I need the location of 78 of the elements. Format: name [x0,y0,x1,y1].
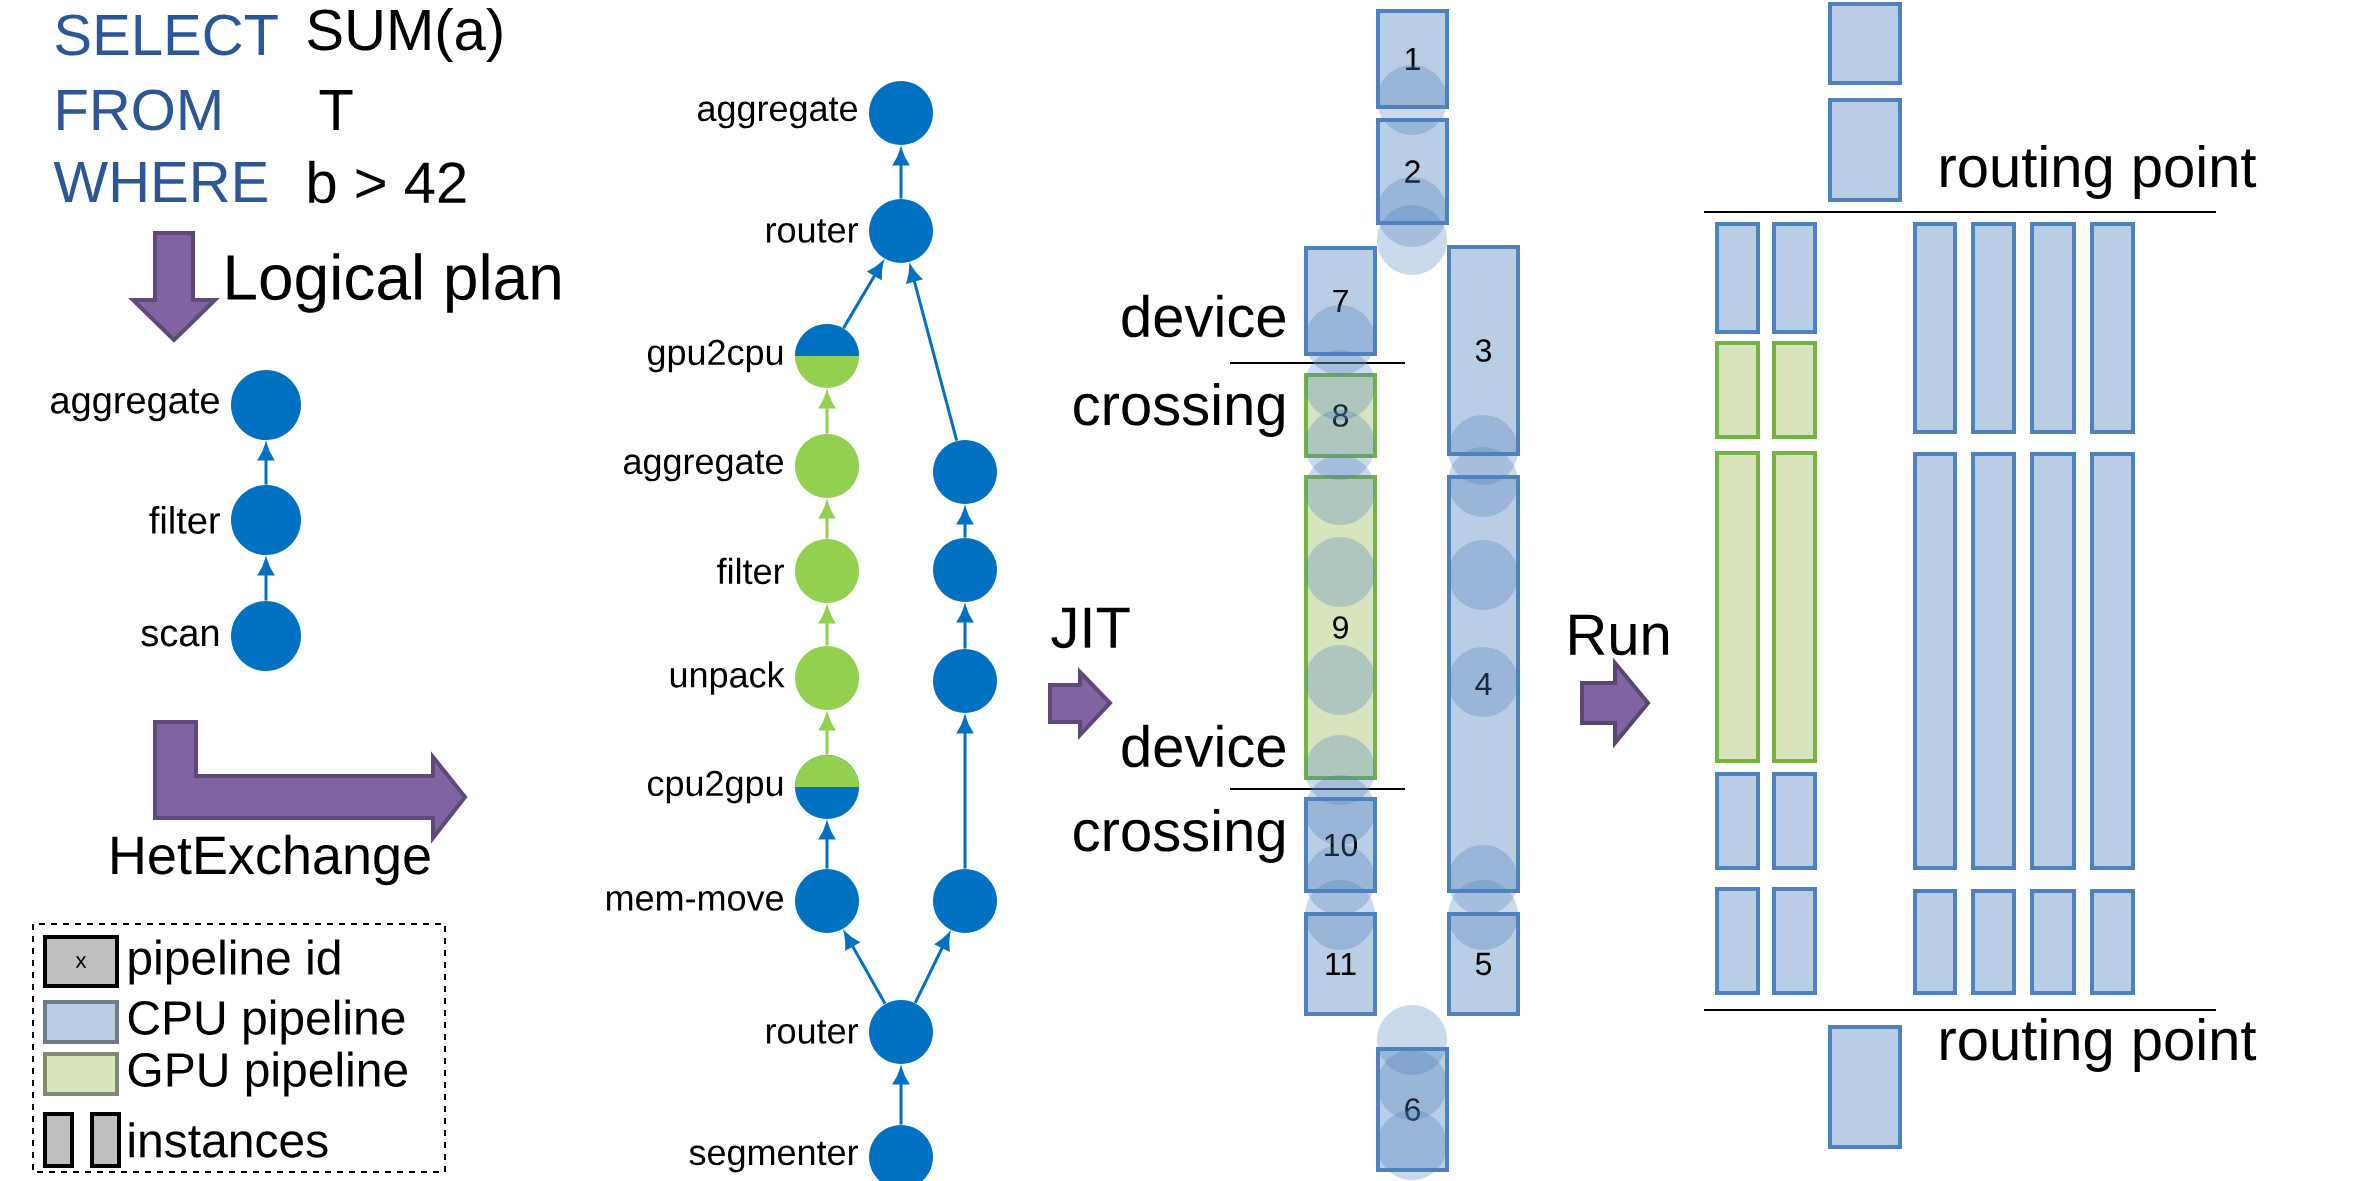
pipeline-box: 9 [1304,475,1377,780]
pipeline-instance [1772,222,1817,334]
arrow [844,932,887,1005]
pipeline-box: 5 [1447,912,1520,1016]
pipeline-instance [1715,451,1760,763]
pipeline-instance [1828,2,1902,85]
text-label: b > 42 [309,160,466,204]
node-label: segmenter [689,1141,858,1173]
pipeline-instance [1715,887,1760,995]
text-label: SELECT [56,14,278,56]
pipeline-instance [1715,772,1760,870]
pipeline-instance [1715,341,1760,439]
operator-node [933,538,997,602]
sample-text: x [75,956,87,968]
text-label: crossing [1074,382,1284,438]
pipeline-instance [2030,889,2076,995]
pipeline-box: 10 [1304,797,1377,893]
pipeline-instance [2030,222,2076,434]
text-label: HetExchange [112,834,430,886]
legend-label: instances [129,1122,328,1158]
pipeline-box: 4 [1447,475,1520,893]
text-label: device [1122,724,1285,768]
pipeline-instance [1913,222,1957,434]
text-label: SUM(a) [308,7,502,62]
arrow [842,261,884,329]
node-label: scan [141,625,219,647]
pipeline-box: 2 [1376,118,1449,225]
legend-label: CPU pipeline [128,999,405,1045]
pipeline-box: 1 [1376,9,1449,109]
text-label: routing point [1941,144,2257,200]
legend-label: GPU pipeline [128,1051,407,1097]
pipeline-instance [1971,452,2016,870]
node-label: router [766,1020,858,1044]
text-label: Logical plan [227,253,560,313]
node-label: filter [717,557,784,585]
pipeline-instance [1913,452,1957,870]
operator-node [933,869,997,933]
block-arrow [1580,657,1651,749]
pipeline-instance [1772,341,1817,439]
text-label: routing point [1941,1017,2257,1073]
text-label: Run [1570,614,1668,656]
pipeline-box: 3 [1447,245,1520,456]
node-label: cpu2gpu [648,770,783,804]
pipeline-instance [2090,889,2135,995]
node-label: aggregate [624,450,783,482]
pipeline-box: 8 [1304,373,1377,458]
node-label: gpu2cpu [648,339,783,373]
node-label: router [766,219,858,243]
pipeline-instance [1772,451,1817,763]
pipeline-instance [1828,98,1902,202]
text-label: JIT [1051,607,1130,649]
pipeline-instance [1772,887,1817,995]
operator-node [933,440,997,504]
pipeline-box: 11 [1304,912,1377,1016]
pipeline-instance [1971,222,2016,434]
pipeline-instance [2030,452,2076,870]
node-label: mem-move [606,891,783,911]
pipeline-instance [1715,222,1760,334]
node-label: aggregate [698,97,857,129]
pipeline-instance [1913,889,1957,995]
pipeline-box: 7 [1304,246,1377,356]
text-label: crossing [1074,808,1284,864]
node-label: filter [149,506,220,534]
text-label: FROM [58,89,220,131]
pipeline-box: 6 [1376,1047,1449,1172]
arrow [906,265,959,442]
pipeline-instance [1772,772,1817,870]
pipeline-instance [1971,889,2016,995]
node-label: unpack [670,661,785,695]
legend-label: pipeline id [129,939,340,985]
text-label: T [319,90,353,130]
text-label: device [1122,294,1285,338]
text-label: WHERE [53,162,267,202]
pipeline-instance [2090,222,2135,434]
operator-node [933,649,997,713]
pipeline-instance [2090,452,2135,870]
pipeline-instance [1828,1025,1902,1149]
node-label: aggregate [51,388,219,422]
